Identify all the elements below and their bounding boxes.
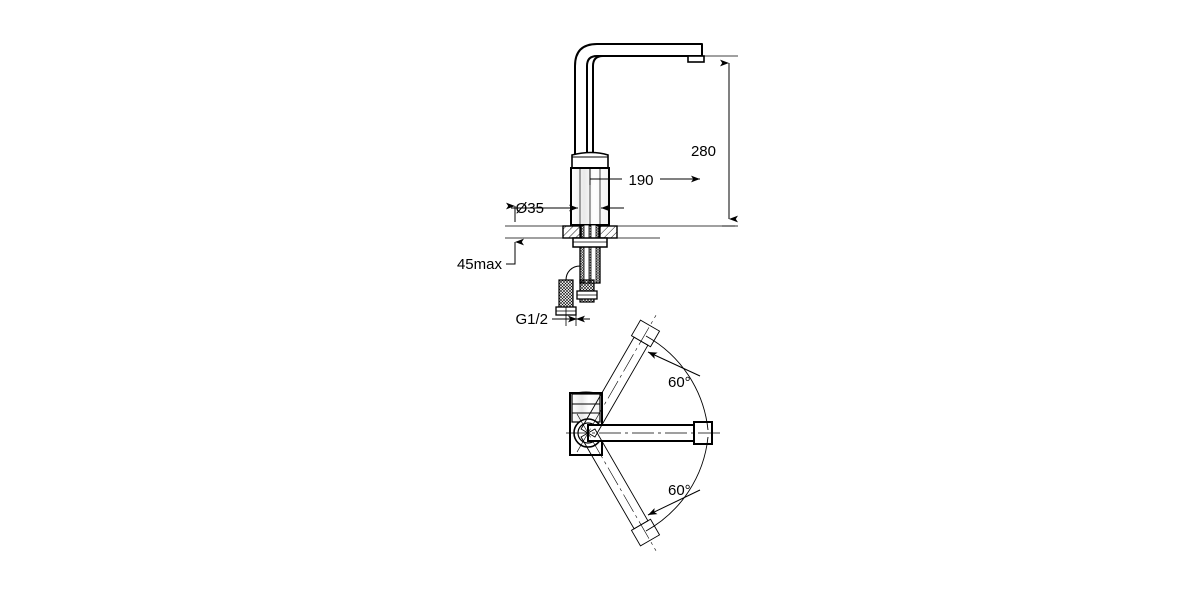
plan-view: 60° 60° [566, 315, 724, 551]
hose-left-braid [558, 279, 574, 309]
angle-leader-upper [647, 351, 701, 377]
threaded-shank [579, 224, 601, 284]
dim-label-d35: Ø35 [516, 200, 544, 217]
spout-inner-wall [592, 55, 702, 155]
spout-neck-collar [571, 151, 609, 169]
plan-body-upper [571, 393, 601, 423]
dimension-connection-g12: G1/2 [515, 307, 590, 328]
dimension-height-280: 280 [691, 55, 738, 227]
plan-spout-rotated-down [576, 413, 661, 551]
dim-label-280: 280 [691, 143, 716, 160]
angle-label-lower-60: 60° [668, 482, 691, 499]
angle-leader-lower [647, 489, 701, 516]
plan-body-top-curve [571, 391, 601, 395]
dimension-deck-45max: 45max [457, 202, 524, 273]
plan-spout-centreline-down [576, 413, 657, 551]
plan-spout-centre [566, 421, 724, 445]
deck-left-section [562, 225, 582, 239]
angle-dimension-lower-60: 60° [645, 436, 709, 532]
plan-spout-centreline-up [576, 315, 657, 453]
angle-label-upper-60: 60° [668, 374, 691, 391]
inlet-pipe-left [583, 224, 590, 284]
spout-outline [574, 43, 705, 156]
dim-label-190: 190 [628, 172, 653, 189]
hose-left-bend [565, 265, 581, 281]
deck-worktop-section [505, 225, 735, 239]
dim-label-g12: G1/2 [515, 311, 548, 328]
aerator-outlet [687, 55, 705, 63]
inlet-pipe-right [590, 224, 597, 284]
deck-right-section [598, 225, 618, 239]
mounting-shank-assembly [572, 224, 608, 284]
angle-arc-upper [645, 335, 709, 431]
dim-label-45max: 45max [457, 256, 503, 273]
front-elevation-view: 280 190 Ø35 45max [457, 43, 738, 328]
dimension-reach-190: 190 [589, 168, 700, 189]
plan-spout-rotated-up [576, 315, 661, 453]
angle-arc-lower [645, 436, 709, 532]
neck-collar-shape [571, 151, 609, 169]
angle-dimension-upper-60: 60° [645, 335, 709, 431]
fixing-nut [572, 237, 608, 248]
dimension-hole-d35: Ø35 [511, 200, 624, 217]
